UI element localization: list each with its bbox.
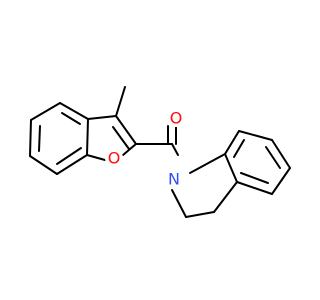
furan-oxygen-atom: O [105, 149, 123, 168]
indoline-benzo-double-bond-6 [233, 139, 245, 158]
benzo-bond-4 [29, 119, 32, 157]
indoline-bond-n-c7a [189, 153, 226, 174]
indoline-benzo-double-bond-2 [240, 172, 269, 184]
benzo-bond-2 [56, 154, 88, 175]
indoline-benzo-double-bond-4 [265, 146, 281, 169]
benzo-bond-5 [30, 102, 61, 121]
indoline-benzo-bond-4 [271, 139, 291, 169]
indoline-nitrogen-label: N [168, 170, 180, 189]
furan-bond-c3-c2 [115, 115, 137, 145]
indoline-benzo-bond-1 [224, 153, 238, 183]
benzo-bond-6 [59, 102, 89, 120]
benzo-bond-1 [86, 118, 89, 156]
carbonyl-oxygen-atom: O [167, 109, 185, 128]
furan-oxygen-label: O [108, 149, 121, 168]
indoline-bond-c3-c3a [213, 181, 238, 213]
furan-bond-c3-c3a [87, 115, 117, 120]
methyl-bond [115, 86, 126, 117]
benzo-double-bond-2 [56, 147, 82, 165]
structure-canvas: O O N [29, 86, 291, 218]
indoline-bond-c2-c3 [185, 211, 215, 218]
carbonyl-oxygen-label: O [170, 109, 183, 128]
indoline-benzo-bond-5 [238, 130, 273, 141]
furan-bond-o-c7a [86, 154, 106, 161]
indoline-benzo-bond-6 [224, 130, 240, 155]
indoline-bond-n-c2 [171, 189, 187, 218]
carbonyl-bond-to-nitrogen [171, 143, 179, 156]
benzo-double-bond-6 [61, 112, 81, 125]
indoline-nitrogen-atom: N [165, 170, 183, 189]
indoline-benzo-bond-3 [271, 167, 291, 195]
furan-bond-c2-o [122, 143, 137, 156]
molecule-structure: O O N [29, 86, 291, 218]
benzo-bond-3 [29, 155, 58, 175]
benzo-double-bond-4 [38, 125, 41, 152]
indoline-benzo-bond-2 [236, 181, 273, 195]
furan-double-bond-c3-c2 [112, 126, 130, 150]
